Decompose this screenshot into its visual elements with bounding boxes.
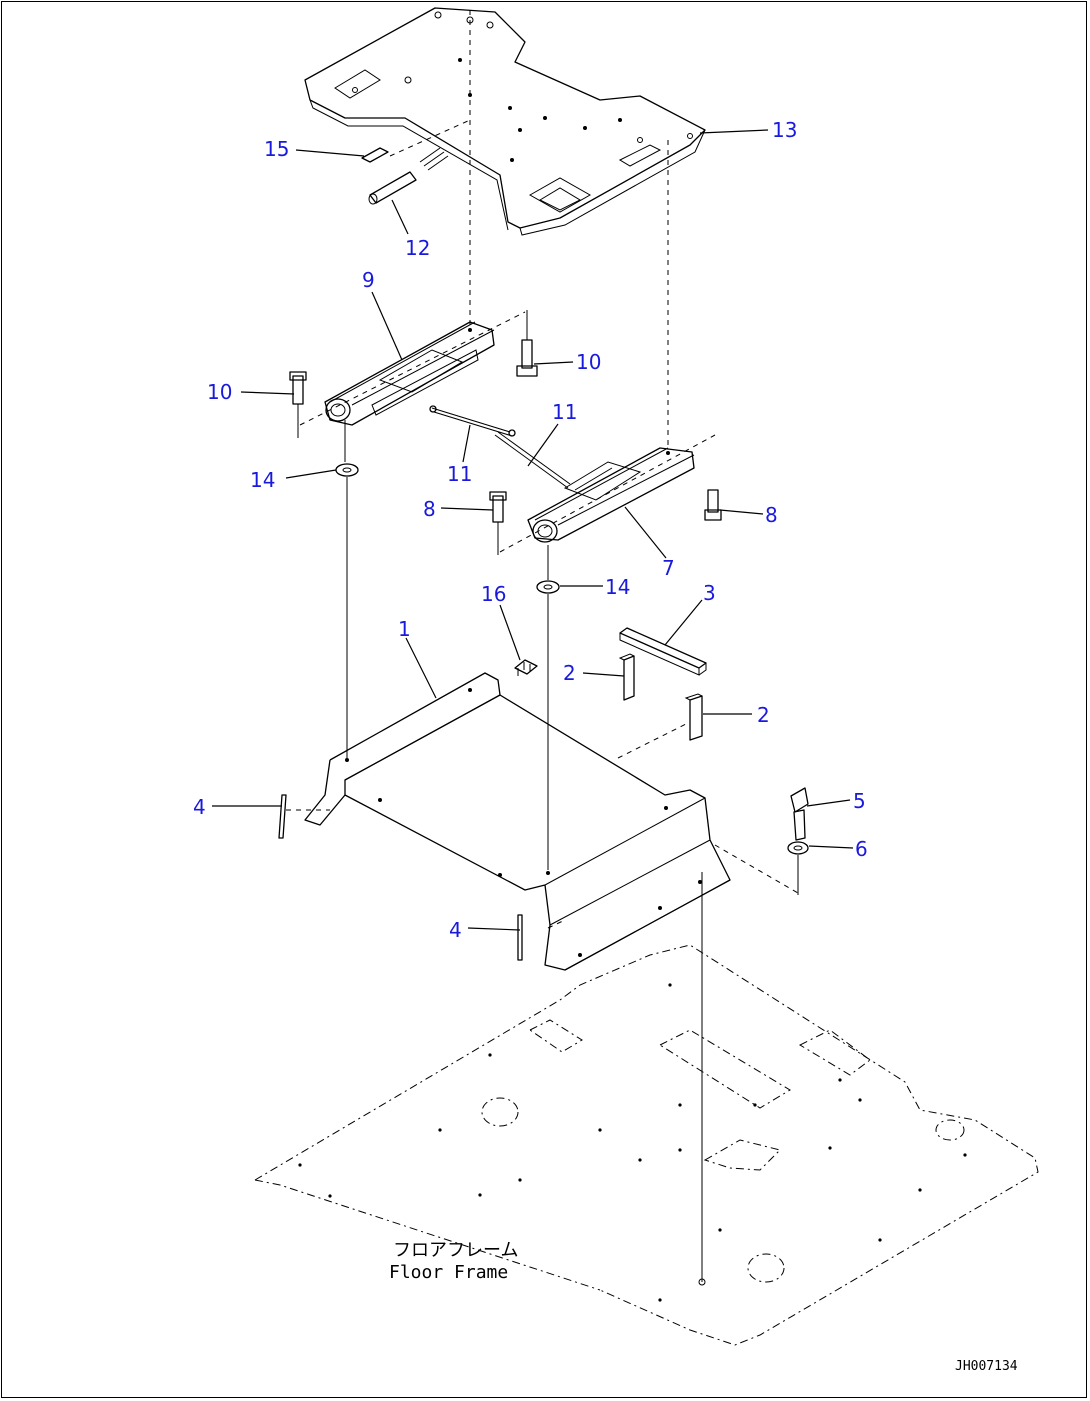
callout-10-left: 10 <box>207 380 232 404</box>
part-4-pin-left <box>278 794 330 839</box>
part-1-bracket <box>304 672 731 971</box>
part-2-spacer-right <box>684 693 703 741</box>
part-3-bar <box>619 627 707 676</box>
callout-13: 13 <box>772 118 797 142</box>
callout-14-left: 14 <box>250 468 275 492</box>
callout-3: 3 <box>703 581 716 605</box>
callout-7: 7 <box>662 556 675 580</box>
callout-1: 1 <box>398 617 411 641</box>
floor-frame-label-jp: フロアフレーム <box>393 1240 518 1261</box>
callout-11-right: 11 <box>552 400 577 424</box>
callout-6: 6 <box>855 837 868 861</box>
callout-12: 12 <box>405 236 430 260</box>
callout-4-right: 4 <box>449 918 462 942</box>
callout-15: 15 <box>264 137 289 161</box>
callout-5: 5 <box>853 789 866 813</box>
part-10-bolt-right <box>516 310 538 377</box>
part-7-right-rail <box>499 434 716 553</box>
part-9-left-rail <box>299 311 526 426</box>
part-16-clip <box>514 659 538 676</box>
drawing-code: JH007134 <box>955 1359 1018 1374</box>
callout-11-left: 11 <box>447 462 472 486</box>
callout-numbers: 13 15 12 9 10 10 11 11 14 8 8 7 14 16 3 … <box>193 118 868 942</box>
part-14-washer-right <box>536 545 560 870</box>
part-14-washer-left <box>335 420 359 758</box>
part-5-bolt <box>790 787 809 841</box>
callout-2-right: 2 <box>757 703 770 727</box>
part-12-shaft <box>368 171 417 205</box>
callout-8-right: 8 <box>765 503 778 527</box>
part-8-bolt-right <box>704 489 722 521</box>
part-13-seat-plate <box>304 7 706 445</box>
callout-9: 9 <box>362 268 375 292</box>
floor-frame-label-en: Floor Frame <box>389 1262 508 1283</box>
part-6-washer <box>714 841 809 895</box>
part-8-bolt-left <box>489 491 507 555</box>
floor-frame-phantom <box>254 944 1039 1346</box>
callout-10-right: 10 <box>576 350 601 374</box>
part-2-spacer-left <box>618 653 635 701</box>
callout-8-left: 8 <box>423 497 436 521</box>
leader-lines <box>212 129 854 931</box>
part-4-pin-right <box>517 914 523 961</box>
callout-2-left: 2 <box>563 661 576 685</box>
part-10-bolt-left <box>289 371 307 438</box>
part-15-pin <box>361 119 471 171</box>
callout-14-right: 14 <box>605 575 630 599</box>
callout-4-left: 4 <box>193 795 206 819</box>
callout-16: 16 <box>481 582 506 606</box>
